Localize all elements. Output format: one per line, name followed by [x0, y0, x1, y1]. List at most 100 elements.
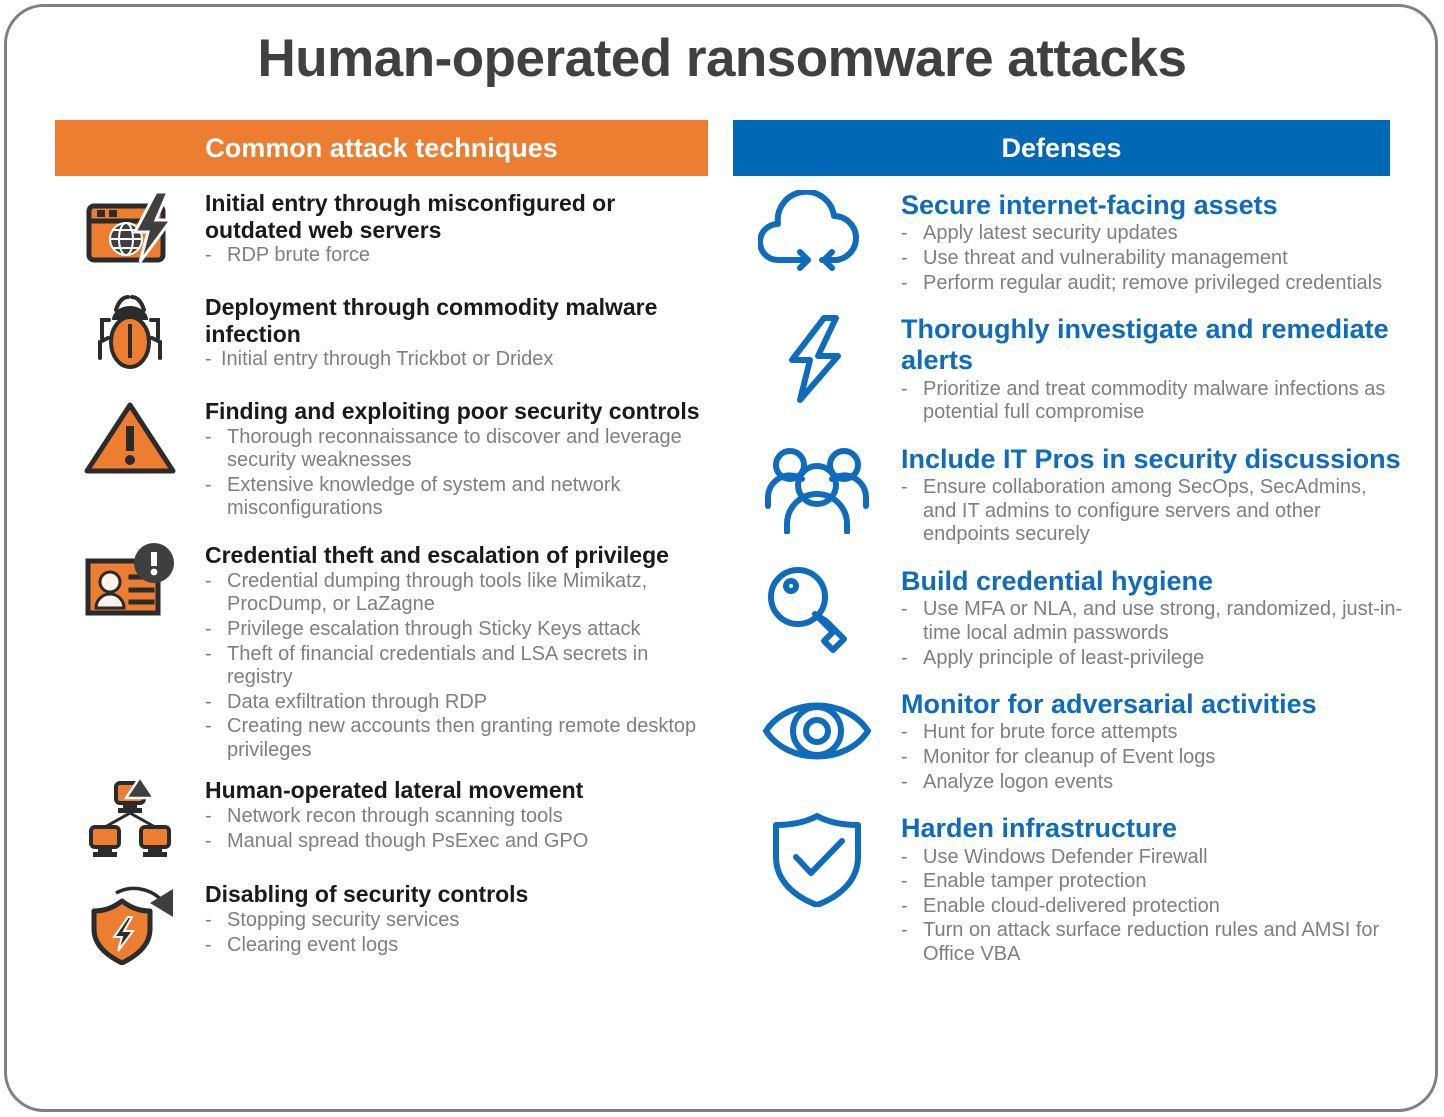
bullet-marker: - [205, 244, 212, 267]
bullet-marker: - [901, 476, 908, 499]
list-item: -Data exfiltration through RDP [205, 691, 715, 715]
defense-item-text: Thoroughly investigate and remediate ale… [901, 314, 1403, 426]
defense-item: Build credential hygiene -Use MFA or NLA… [733, 566, 1403, 671]
defense-item-text: Monitor for adversarial activities -Hunt… [901, 689, 1403, 795]
shield-disabled-icon [55, 881, 205, 966]
defense-item-heading: Secure internet-facing assets [901, 190, 1278, 220]
key-icon [733, 566, 901, 658]
list-item: -Enable cloud-delivered protection [901, 895, 1403, 919]
attack-item-heading: Finding and exploiting poor security con… [205, 398, 700, 424]
bullet-text: Creating new accounts then granting remo… [227, 715, 697, 761]
list-item: -Use threat and vulnerability management [901, 247, 1403, 271]
bullet-marker: - [205, 829, 212, 852]
attack-item-heading: Credential theft and escalation of privi… [205, 542, 669, 569]
bullet-marker: - [901, 919, 908, 942]
attack-item-bullets: -Thorough reconnaissance to discover and… [205, 426, 715, 521]
attack-item: Finding and exploiting poor security con… [55, 398, 715, 522]
bullet-text: Clearing event logs [227, 933, 399, 956]
attack-item-heading: Initial entry through misconfigured or o… [205, 190, 616, 243]
bullet-text: Analyze logon events [923, 770, 1114, 793]
list-item: -RDP brute force [205, 244, 715, 268]
attack-item-heading: Human-operated lateral movement [205, 777, 584, 804]
list-item: -Thorough reconnaissance to discover and… [205, 426, 715, 473]
bullet-marker: - [205, 933, 212, 956]
bullet-marker: - [205, 473, 212, 496]
bullet-text: Privilege escalation through Sticky Keys… [227, 617, 641, 640]
bullet-text: Hunt for brute force attempts [923, 721, 1178, 744]
attack-item-bullets: -Credential dumping through tools like M… [205, 570, 715, 763]
bullet-text: Stopping security services [227, 909, 460, 932]
defense-item-bullets: -Ensure collaboration among SecOps, SecA… [901, 476, 1403, 547]
network-devices-warning-icon [55, 777, 205, 861]
bullet-marker: - [901, 646, 908, 669]
list-item: -Prioritize and treat commodity malware … [901, 378, 1403, 425]
defense-item-heading: Include IT Pros in security discussions [901, 443, 1401, 474]
bullet-marker: - [205, 642, 212, 665]
bullet-text: Extensive knowledge of system and networ… [227, 473, 621, 520]
defense-item-heading: Thoroughly investigate and remediate ale… [901, 314, 1389, 376]
list-item: -Apply latest security updates [901, 222, 1403, 246]
list-item: -Manual spread though PsExec and GPO [205, 830, 715, 854]
defense-item-text: Secure internet-facing assets -Apply lat… [901, 190, 1403, 296]
bullet-text: Turn on attack surface reduction rules a… [923, 919, 1380, 965]
bullet-text: Enable tamper protection [923, 870, 1147, 893]
list-item: -Use MFA or NLA, and use strong, randomi… [901, 598, 1403, 645]
attack-item-bullets: -Stopping security services -Clearing ev… [205, 909, 715, 957]
defenses-column-header: Defenses [733, 120, 1390, 176]
list-item: -Credential dumping through tools like M… [205, 570, 715, 617]
bullet-text: Theft of financial credentials and LSA s… [227, 642, 649, 689]
attack-item: Credential theft and escalation of privi… [55, 542, 715, 763]
defense-item-text: Include IT Pros in security discussions … [901, 444, 1403, 548]
attack-item: Disabling of security controls -Stopping… [55, 881, 715, 966]
bullet-marker: - [205, 569, 212, 592]
bug-icon [55, 294, 205, 378]
bullet-text: Thorough reconnaissance to discover and … [227, 425, 682, 472]
id-badge-alert-icon [55, 542, 205, 626]
attack-item: Deployment through commodity malware inf… [55, 294, 715, 378]
people-group-icon [733, 444, 901, 534]
lightning-bolt-icon [733, 314, 901, 404]
bullet-marker: - [901, 894, 908, 917]
warning-triangle-icon [55, 398, 205, 482]
list-item: -Apply principle of least-privilege [901, 647, 1403, 671]
bullet-text: Data exfiltration through RDP [227, 690, 488, 713]
bullet-text: Ensure collaboration among SecOps, SecAd… [923, 476, 1367, 546]
bullet-text: Manual spread though PsExec and GPO [227, 829, 589, 852]
bullet-text: RDP brute force [227, 244, 371, 267]
list-item: -Monitor for cleanup of Event logs [901, 746, 1403, 770]
defense-item-heading: Monitor for adversarial activities [901, 689, 1317, 720]
defense-item: Harden infrastructure -Use Windows Defen… [733, 813, 1403, 967]
list-item: -Network recon through scanning tools [205, 805, 715, 829]
bullet-text: Monitor for cleanup of Event logs [923, 746, 1216, 768]
list-item: -Enable tamper protection [901, 870, 1403, 894]
defense-item-bullets: -Hunt for brute force attempts -Monitor … [901, 721, 1403, 794]
bullet-marker: - [901, 721, 908, 744]
attack-item-heading: Disabling of security controls [205, 881, 529, 908]
bullet-marker: - [901, 598, 908, 621]
bullet-text: Apply latest security updates [923, 222, 1178, 245]
list-item: -Stopping security services [205, 909, 715, 933]
attacks-column: Initial entry through misconfigured or o… [55, 190, 715, 969]
cloud-sync-icon [733, 190, 901, 276]
bullet-marker: - [901, 246, 908, 269]
bullet-marker: - [205, 690, 212, 713]
list-item: -Theft of financial credentials and LSA … [205, 643, 715, 690]
attack-item-text: Human-operated lateral movement -Network… [205, 777, 715, 854]
defense-item-bullets: -Use MFA or NLA, and use strong, randomi… [901, 598, 1403, 670]
list-item: -Use Windows Defender Firewall [901, 846, 1403, 870]
bullet-marker: - [901, 746, 908, 768]
defense-item: Secure internet-facing assets -Apply lat… [733, 190, 1403, 296]
bullet-text: Credential dumping through tools like Mi… [227, 569, 648, 616]
bullet-marker: - [205, 715, 212, 738]
list-item: -Extensive knowledge of system and netwo… [205, 474, 715, 521]
defense-item-bullets: -Apply latest security updates -Use thre… [901, 222, 1403, 295]
bullet-marker: - [205, 617, 212, 640]
bullet-marker: - [901, 271, 908, 294]
bullet-marker: - [901, 377, 908, 400]
defense-item-heading: Build credential hygiene [901, 566, 1214, 596]
shield-check-icon [733, 813, 901, 908]
list-item: -Clearing event logs [205, 934, 715, 958]
attack-item-text: Disabling of security controls -Stopping… [205, 881, 715, 958]
attack-item-text: Initial entry through misconfigured or o… [205, 190, 715, 269]
